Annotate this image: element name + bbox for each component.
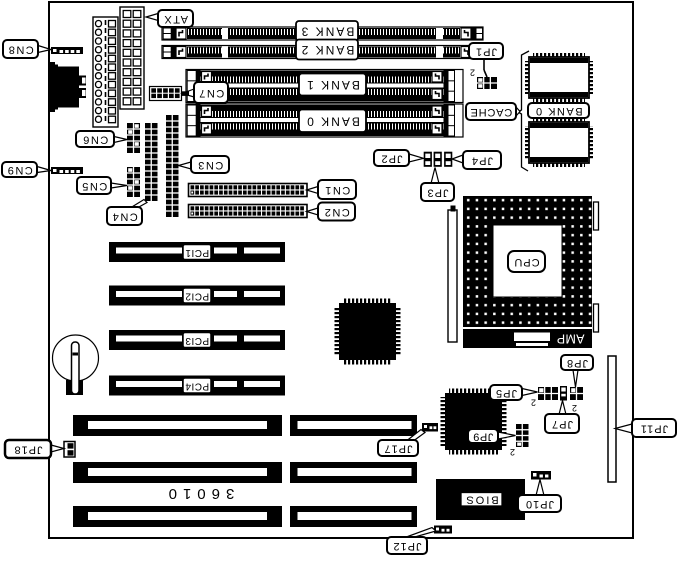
svg-text:BANK 2: BANK 2 xyxy=(300,43,355,57)
svg-text:JP8: JP8 xyxy=(566,357,588,369)
svg-text:JP7: JP7 xyxy=(551,418,573,430)
svg-text:PCI3: PCI3 xyxy=(185,335,209,346)
svg-text:CN3: CN3 xyxy=(197,159,224,171)
svg-text:PCI4: PCI4 xyxy=(185,381,209,392)
svg-text:PCI1: PCI1 xyxy=(185,247,209,258)
svg-text:2: 2 xyxy=(531,398,536,408)
svg-text:JP17: JP17 xyxy=(383,443,412,455)
svg-text:ATX: ATX xyxy=(163,13,188,25)
svg-text:JP18: JP18 xyxy=(13,444,42,456)
svg-text:CN4: CN4 xyxy=(111,211,138,223)
svg-text:JP12: JP12 xyxy=(392,540,421,552)
svg-text:BANK 3: BANK 3 xyxy=(300,25,355,39)
svg-text:JP5: JP5 xyxy=(495,387,517,399)
svg-text:CN1: CN1 xyxy=(324,184,351,196)
svg-text:JP11: JP11 xyxy=(640,423,668,435)
svg-text:AMP: AMP xyxy=(557,332,585,346)
svg-text:2: 2 xyxy=(510,447,515,457)
svg-text:JP10: JP10 xyxy=(525,498,554,510)
svg-text:JP1: JP1 xyxy=(475,46,497,58)
svg-text:2: 2 xyxy=(572,403,577,413)
svg-text:CN2: CN2 xyxy=(323,206,350,218)
svg-text:36010: 36010 xyxy=(163,485,235,502)
svg-text:JP4: JP4 xyxy=(471,155,493,167)
svg-text:CN8: CN8 xyxy=(7,44,34,56)
svg-text:CACHE: CACHE xyxy=(470,106,513,118)
svg-text:CN7: CN7 xyxy=(198,87,225,99)
svg-text:CPU: CPU xyxy=(513,256,539,268)
svg-text:CN6: CN6 xyxy=(82,134,109,146)
svg-text:CN5: CN5 xyxy=(81,180,108,192)
svg-text:JP3: JP3 xyxy=(427,187,449,199)
svg-text:2: 2 xyxy=(470,68,475,78)
svg-text:JP9: JP9 xyxy=(473,431,493,443)
svg-text:BANK 1: BANK 1 xyxy=(305,78,360,92)
svg-text:CN9: CN9 xyxy=(6,164,33,176)
svg-text:JP2: JP2 xyxy=(381,153,403,165)
svg-text:BANK 0: BANK 0 xyxy=(305,114,360,128)
svg-text:BIOS: BIOS xyxy=(464,494,498,506)
svg-text:BANK 0: BANK 0 xyxy=(534,105,582,117)
svg-text:PCI2: PCI2 xyxy=(185,291,209,302)
